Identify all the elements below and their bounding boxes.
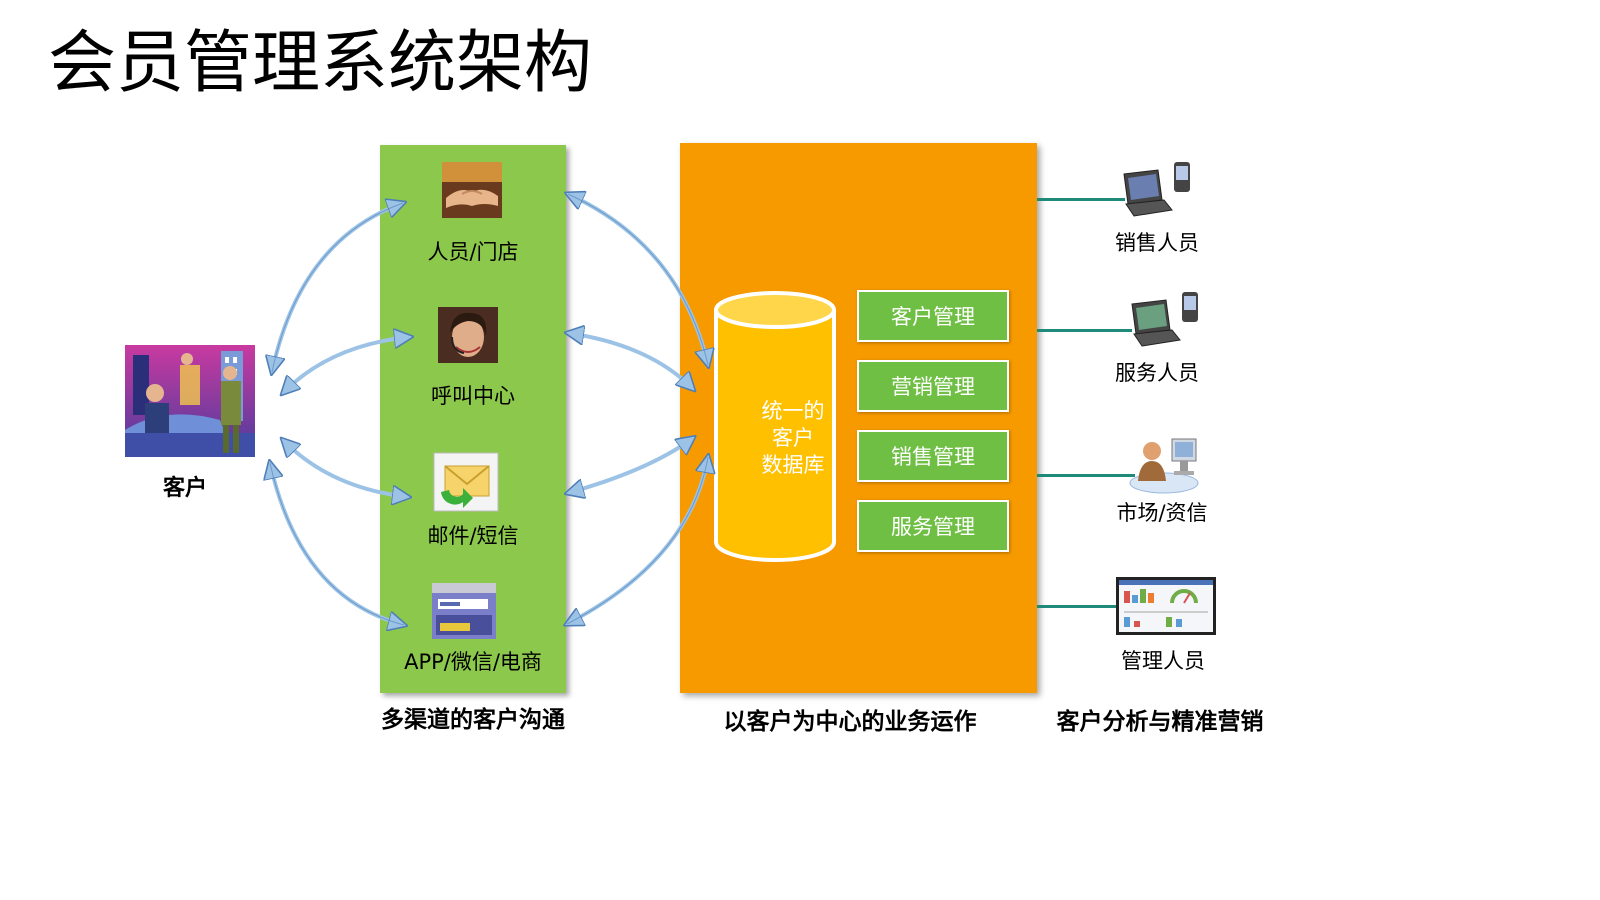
role-label-service: 服务人员 bbox=[1115, 361, 1199, 385]
analysis-caption: 客户分析与精准营销 bbox=[1056, 709, 1264, 735]
arrow-customer-store bbox=[272, 203, 403, 372]
email-envelope-icon bbox=[433, 452, 499, 512]
channel-label-store: 人员/门店 bbox=[427, 240, 519, 264]
handshake-icon bbox=[442, 162, 502, 218]
arrow-callcenter-db bbox=[568, 333, 693, 389]
module-service-management: 服务管理 bbox=[857, 500, 1009, 552]
database-label-line2: 客户 bbox=[772, 426, 814, 450]
web-browser-icon bbox=[432, 583, 496, 639]
channel-label-app: APP/微信/电商 bbox=[404, 650, 542, 674]
arrow-email-db bbox=[568, 438, 693, 493]
arrow-customer-email bbox=[283, 440, 408, 497]
user-computer-icon bbox=[1128, 433, 1206, 495]
module-marketing-management: 营销管理 bbox=[857, 360, 1009, 412]
call-agent-icon bbox=[438, 307, 498, 363]
laptop-phone-icon bbox=[1128, 290, 1204, 348]
connector-marketing bbox=[1037, 474, 1135, 477]
database-label-line1: 统一的 bbox=[761, 399, 825, 423]
arrow-store-db bbox=[568, 194, 708, 365]
role-label-sales: 销售人员 bbox=[1115, 231, 1199, 255]
role-label-marketing: 市场/资信 bbox=[1116, 501, 1208, 525]
customer-label: 客户 bbox=[162, 476, 207, 501]
laptop-phone-icon bbox=[1120, 160, 1196, 218]
database-label-line3: 数据库 bbox=[761, 453, 825, 477]
role-label-management: 管理人员 bbox=[1121, 649, 1205, 673]
module-customer-management: 客户管理 bbox=[857, 290, 1009, 342]
module-sales-management: 销售管理 bbox=[857, 430, 1009, 482]
channel-label-email: 邮件/短信 bbox=[427, 524, 519, 548]
operations-caption: 以客户为中心的业务运作 bbox=[723, 709, 977, 735]
database-cylinder bbox=[712, 290, 838, 564]
arrow-app-db bbox=[567, 457, 708, 624]
arrow-customer-app bbox=[270, 463, 404, 625]
connector-management bbox=[1037, 605, 1117, 608]
channels-caption: 多渠道的客户沟通 bbox=[381, 707, 565, 733]
customer-image bbox=[125, 345, 255, 457]
database-label: 统一的 客户 数据库 bbox=[718, 398, 868, 479]
connector-sales bbox=[1037, 198, 1125, 201]
page-title: 会员管理系统架构 bbox=[48, 24, 593, 103]
arrow-customer-callcenter bbox=[283, 337, 410, 393]
channel-label-callcenter: 呼叫中心 bbox=[431, 384, 515, 408]
connector-service bbox=[1037, 329, 1132, 332]
dashboard-screen-icon bbox=[1116, 577, 1216, 635]
